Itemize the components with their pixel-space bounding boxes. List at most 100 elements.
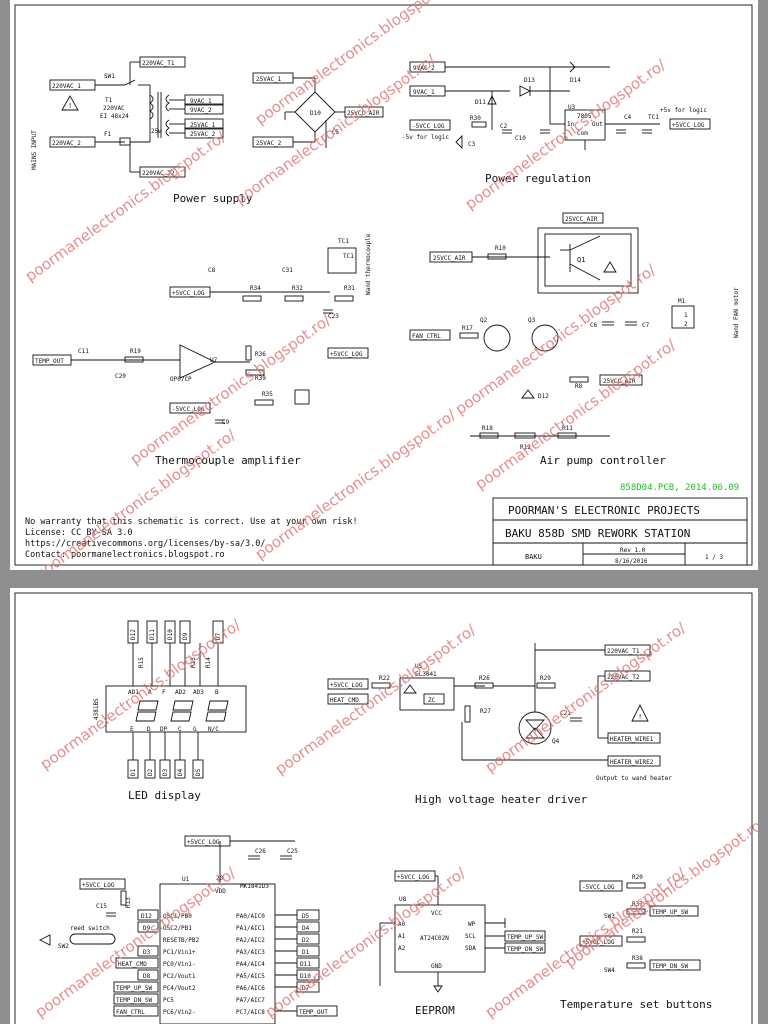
- svg-text:PA0/AIC0: PA0/AIC0: [236, 913, 265, 920]
- svg-text:R34: R34: [250, 285, 261, 292]
- svg-text:PC5: PC5: [163, 997, 174, 1004]
- svg-text:PA2/AIC2: PA2/AIC2: [236, 937, 265, 944]
- svg-text:OSC2/PB1: OSC2/PB1: [163, 925, 192, 932]
- svg-text:Wand thermocouple: Wand thermocouple: [365, 233, 372, 295]
- svg-text:M1: M1: [678, 298, 686, 305]
- svg-text:https://creativecommons.org/li: https://creativecommons.org/licenses/by-…: [25, 539, 266, 549]
- svg-text:PC1/Vin1+: PC1/Vin1+: [163, 949, 196, 956]
- warning-triangle-icon: [631, 703, 649, 722]
- svg-text:Q3: Q3: [528, 317, 536, 324]
- svg-text:9VAC_2: 9VAC_2: [413, 65, 435, 72]
- svg-text:R13: R13: [125, 897, 132, 908]
- warning-triangle-icon: [61, 95, 79, 111]
- svg-text:D: D: [147, 726, 151, 733]
- svg-text:OSC1/PB0: OSC1/PB0: [163, 913, 192, 920]
- svg-text:R18: R18: [482, 425, 493, 432]
- svg-text:25VAC_1: 25VAC_1: [256, 76, 282, 83]
- svg-text:R30: R30: [470, 115, 481, 122]
- svg-text:PA4/AIC4: PA4/AIC4: [236, 961, 265, 968]
- svg-text:Rev 1.0: Rev 1.0: [620, 547, 646, 554]
- svg-text:B: B: [215, 689, 219, 696]
- svg-text:A: A: [148, 689, 152, 696]
- svg-text:25w: 25w: [151, 128, 162, 135]
- svg-text:D2: D2: [147, 768, 154, 776]
- svg-text:C20: C20: [115, 373, 126, 380]
- svg-text:+5VCC_LOG: +5VCC_LOG: [82, 882, 115, 889]
- svg-text:PA7/AIC7: PA7/AIC7: [236, 997, 265, 1004]
- svg-text:D12: D12: [538, 393, 549, 400]
- svg-text:D2: D2: [302, 937, 310, 944]
- svg-text:C21: C21: [560, 710, 571, 717]
- svg-text:PC6/Vin2-: PC6/Vin2-: [163, 1009, 196, 1016]
- svg-text:PC7/AIC8: PC7/AIC8: [236, 1009, 265, 1016]
- svg-text:D12: D12: [141, 913, 152, 920]
- svg-text:25VCC_AIR: 25VCC_AIR: [603, 378, 636, 385]
- svg-text:T1: T1: [105, 97, 113, 104]
- svg-text:In: In: [567, 121, 575, 128]
- svg-text:C23: C23: [328, 313, 339, 320]
- svg-text:WP: WP: [468, 921, 476, 928]
- pcb-note: 858D04.PCB, 2014.06.09: [620, 483, 739, 493]
- svg-text:D10: D10: [300, 973, 311, 980]
- section-title-temperature-buttons: Temperature set buttons: [560, 998, 712, 1011]
- svg-text:D11: D11: [149, 629, 156, 640]
- svg-text:TEMP_UP_SW: TEMP_UP_SW: [652, 909, 689, 916]
- svg-text:reed switch: reed switch: [70, 925, 110, 932]
- svg-text:Contact: poormanelectronics.bl: Contact: poormanelectronics.blogspot.ro: [25, 550, 225, 560]
- svg-text:D11: D11: [300, 961, 311, 968]
- svg-text:HEATER_WIRE1: HEATER_WIRE1: [610, 736, 654, 743]
- svg-text:HEAT_CMD: HEAT_CMD: [330, 697, 359, 704]
- schematic-sheet-2: D12 D11 D10 D9 D7 R15 R13 R14 4381BS AD1…: [10, 588, 758, 1024]
- svg-text:+5VCC_LOG: +5VCC_LOG: [672, 122, 705, 129]
- svg-text:+5VCC_LOG: +5VCC_LOG: [330, 682, 363, 689]
- svg-text:C8: C8: [208, 267, 216, 274]
- svg-text:PC4/Vout2: PC4/Vout2: [163, 985, 196, 992]
- svg-text:9VAC_1: 9VAC_1: [190, 98, 212, 105]
- svg-text:R36: R36: [255, 351, 266, 358]
- svg-text:GND: GND: [431, 963, 442, 970]
- svg-text:D14: D14: [570, 77, 581, 84]
- svg-text:220VAC_T2: 220VAC_T2: [607, 674, 640, 681]
- svg-text:C: C: [178, 726, 182, 733]
- air-pump-controller-block: 25VCC_AIR R10 25VCC_AIR Wand thermocoupl…: [409, 212, 740, 467]
- svg-text:BAKU: BAKU: [525, 553, 542, 561]
- svg-text:+5VCC_LOG: +5VCC_LOG: [330, 351, 363, 358]
- svg-text:AD3: AD3: [193, 689, 204, 696]
- svg-text:G: G: [193, 726, 197, 733]
- svg-text:U1: U1: [182, 876, 190, 883]
- svg-text:VDD: VDD: [215, 888, 226, 895]
- eeprom-block: +5VCC_LOG U8 VCC GND AT24C02N A0 A1 A2 W…: [379, 870, 546, 1017]
- svg-text:1: 1: [684, 312, 688, 319]
- svg-text:D9: D9: [143, 925, 151, 932]
- svg-text:R10: R10: [495, 245, 506, 252]
- svg-text:U3: U3: [568, 104, 576, 111]
- svg-text:C26: C26: [255, 848, 266, 855]
- svg-text:D7: D7: [302, 985, 310, 992]
- svg-text:25VCC_AIR: 25VCC_AIR: [347, 110, 380, 117]
- svg-text:C6: C6: [590, 322, 598, 329]
- svg-text:SW1: SW1: [104, 73, 115, 80]
- svg-text:AT24C02N: AT24C02N: [420, 935, 449, 942]
- svg-text:HEAT_CMD: HEAT_CMD: [118, 961, 147, 968]
- svg-text:RESETB/PB2: RESETB/PB2: [163, 937, 200, 944]
- svg-text:U8: U8: [399, 896, 407, 903]
- svg-text:EI 48x24: EI 48x24: [100, 113, 129, 120]
- svg-text:+5VCC_LOG: +5VCC_LOG: [582, 939, 615, 946]
- bridge-rectifier: 25VAC_1 25VAC_2 D10 25VCC_AIR C5: [252, 72, 384, 148]
- svg-text:7805: 7805: [577, 113, 592, 120]
- svg-text:R19: R19: [130, 348, 141, 355]
- reed-switch-icon: [69, 933, 116, 945]
- svg-text:TEMP_DN_SW: TEMP_DN_SW: [116, 997, 153, 1004]
- svg-text:Q2: Q2: [480, 317, 488, 324]
- svg-text:HEATER_WIRE2: HEATER_WIRE2: [610, 759, 654, 766]
- section-title-power-supply: Power supply: [173, 192, 253, 205]
- svg-text:ZC: ZC: [428, 697, 436, 704]
- svg-text:2: 2: [684, 321, 688, 328]
- sheet-1-drawing: MAINS INPUT 220VAC_1 220VAC_2 ! SW1 F1 T…: [14, 0, 753, 570]
- svg-text:D11: D11: [475, 99, 486, 106]
- svg-text:poormanelectronics.blogspot.ro: poormanelectronics.blogspot.ro/: [252, 405, 460, 563]
- svg-text:C4: C4: [624, 114, 632, 121]
- svg-text:D3: D3: [162, 768, 169, 776]
- svg-text:Output to wand heater: Output to wand heater: [596, 775, 672, 782]
- svg-text:D4: D4: [177, 768, 184, 776]
